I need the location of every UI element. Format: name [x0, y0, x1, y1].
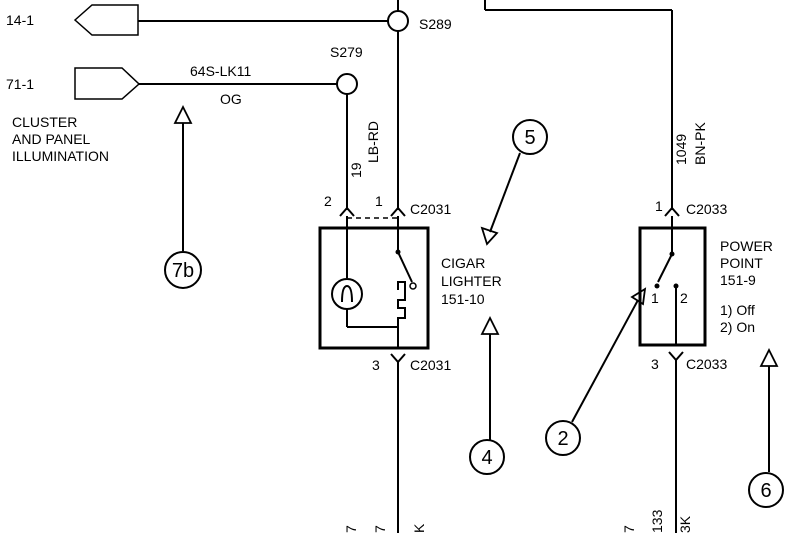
pin1-label: 1	[375, 193, 383, 209]
pp-switch-blade	[657, 253, 673, 283]
connector-c2031-bottom-label: C2031	[410, 357, 451, 373]
connector-71-1[interactable]: 71-1 CLUSTER AND PANEL ILLUMINATION	[6, 67, 141, 164]
callout-2-number: 2	[557, 428, 568, 450]
wire-1049-circuit: 1049	[673, 134, 689, 165]
wire-19-color: LB-RD	[365, 121, 381, 163]
cigar-lighter-box	[318, 226, 430, 350]
wire-1049-color: BN-PK	[692, 122, 708, 165]
power-point-box	[638, 226, 707, 347]
pin1-connector-arrow	[390, 206, 406, 217]
wire-64s-lk11-circuit: 64S-LK11	[190, 63, 251, 79]
connector-71-1-desc: ILLUMINATION	[12, 148, 109, 164]
power-point-state: 1) Off	[720, 302, 755, 318]
callout-4[interactable]: 4	[469, 439, 505, 475]
pp-contact-2	[673, 283, 679, 289]
heater-element-icon	[397, 281, 406, 348]
pp-position-2: 2	[680, 290, 688, 306]
connector-c2031-top-label: C2031	[410, 201, 451, 217]
lamp-filament	[341, 284, 353, 303]
callout-2[interactable]: 2	[545, 420, 581, 456]
power-point[interactable]: 1 C2033 1 2 3 C2033 POWER POINT 151-9 1)…	[638, 198, 773, 372]
bottom-wire-label: 133	[649, 509, 665, 533]
pp-position-1: 1	[651, 290, 659, 306]
switch-blade	[397, 251, 413, 283]
callout-6-arrowhead	[759, 347, 779, 367]
pp-pin1-label: 1	[655, 198, 663, 214]
power-point-name: POINT	[720, 255, 763, 271]
connector-14-1[interactable]: 14-1	[6, 4, 139, 36]
lamp-icon	[331, 278, 363, 310]
bottom-wire-label: 7	[621, 525, 637, 533]
callout-7b-number: 7b	[172, 260, 194, 282]
splice-s289-label: S289	[419, 16, 452, 32]
connector-14-1-label: 14-1	[6, 12, 34, 28]
switch-contact	[409, 282, 417, 290]
callout-2-leader	[571, 299, 639, 423]
bottom-wire-label: K	[411, 523, 427, 533]
callout-5-arrowhead	[480, 226, 499, 246]
splice-s289[interactable]: S289	[387, 10, 452, 32]
callout-6[interactable]: 6	[748, 472, 784, 508]
callout-4-arrowhead	[480, 315, 500, 335]
callout-4-number: 4	[481, 447, 492, 469]
pin2-label: 2	[324, 193, 332, 209]
bottom-wire-label: 7	[372, 525, 388, 533]
cigar-lighter-ref: 151-10	[441, 291, 485, 307]
pin3-label: 3	[372, 357, 380, 373]
callout-7b-arrowhead	[173, 104, 193, 124]
callout-5-leader	[489, 152, 521, 233]
power-point-name: POWER	[720, 238, 773, 254]
wire-19-circuit: 19	[348, 162, 364, 178]
cigar-lighter-name: CIGAR	[441, 255, 485, 271]
connector-71-1-desc: AND PANEL	[12, 131, 91, 147]
wire-64s-lk11-color: OG	[220, 91, 242, 107]
pp-pin3-label: 3	[651, 356, 659, 372]
pp-contact-1	[654, 283, 660, 289]
connector-c2033-top-label: C2033	[686, 201, 727, 217]
power-point-ref: 151-9	[720, 272, 756, 288]
power-point-state: 2) On	[720, 319, 755, 335]
connector-c2033-bottom-label: C2033	[686, 356, 727, 372]
callout-7b[interactable]: 7b	[164, 251, 202, 289]
cigar-lighter[interactable]: 2 1 C2031 3 C2031 CIGAR LIGHTER 151-10	[318, 193, 502, 373]
callout-5-number: 5	[524, 127, 535, 149]
pp-pin3-connector-arrow	[668, 351, 684, 362]
connector-71-1-label: 71-1	[6, 76, 34, 92]
bottom-wire-label: 3K	[677, 515, 693, 533]
splice-s279[interactable]: S279	[330, 44, 363, 95]
cigar-lighter-name: LIGHTER	[441, 273, 502, 289]
connector-71-1-desc: CLUSTER	[12, 114, 77, 130]
callout-6-number: 6	[760, 480, 771, 502]
pin2-connector-arrow	[339, 206, 355, 217]
callout-5[interactable]: 5	[512, 119, 548, 155]
bottom-wire-label: 7	[343, 525, 359, 533]
pin3-connector-arrow	[390, 353, 406, 364]
splice-s279-label: S279	[330, 44, 363, 60]
pp-pin1-connector-arrow	[664, 206, 680, 217]
